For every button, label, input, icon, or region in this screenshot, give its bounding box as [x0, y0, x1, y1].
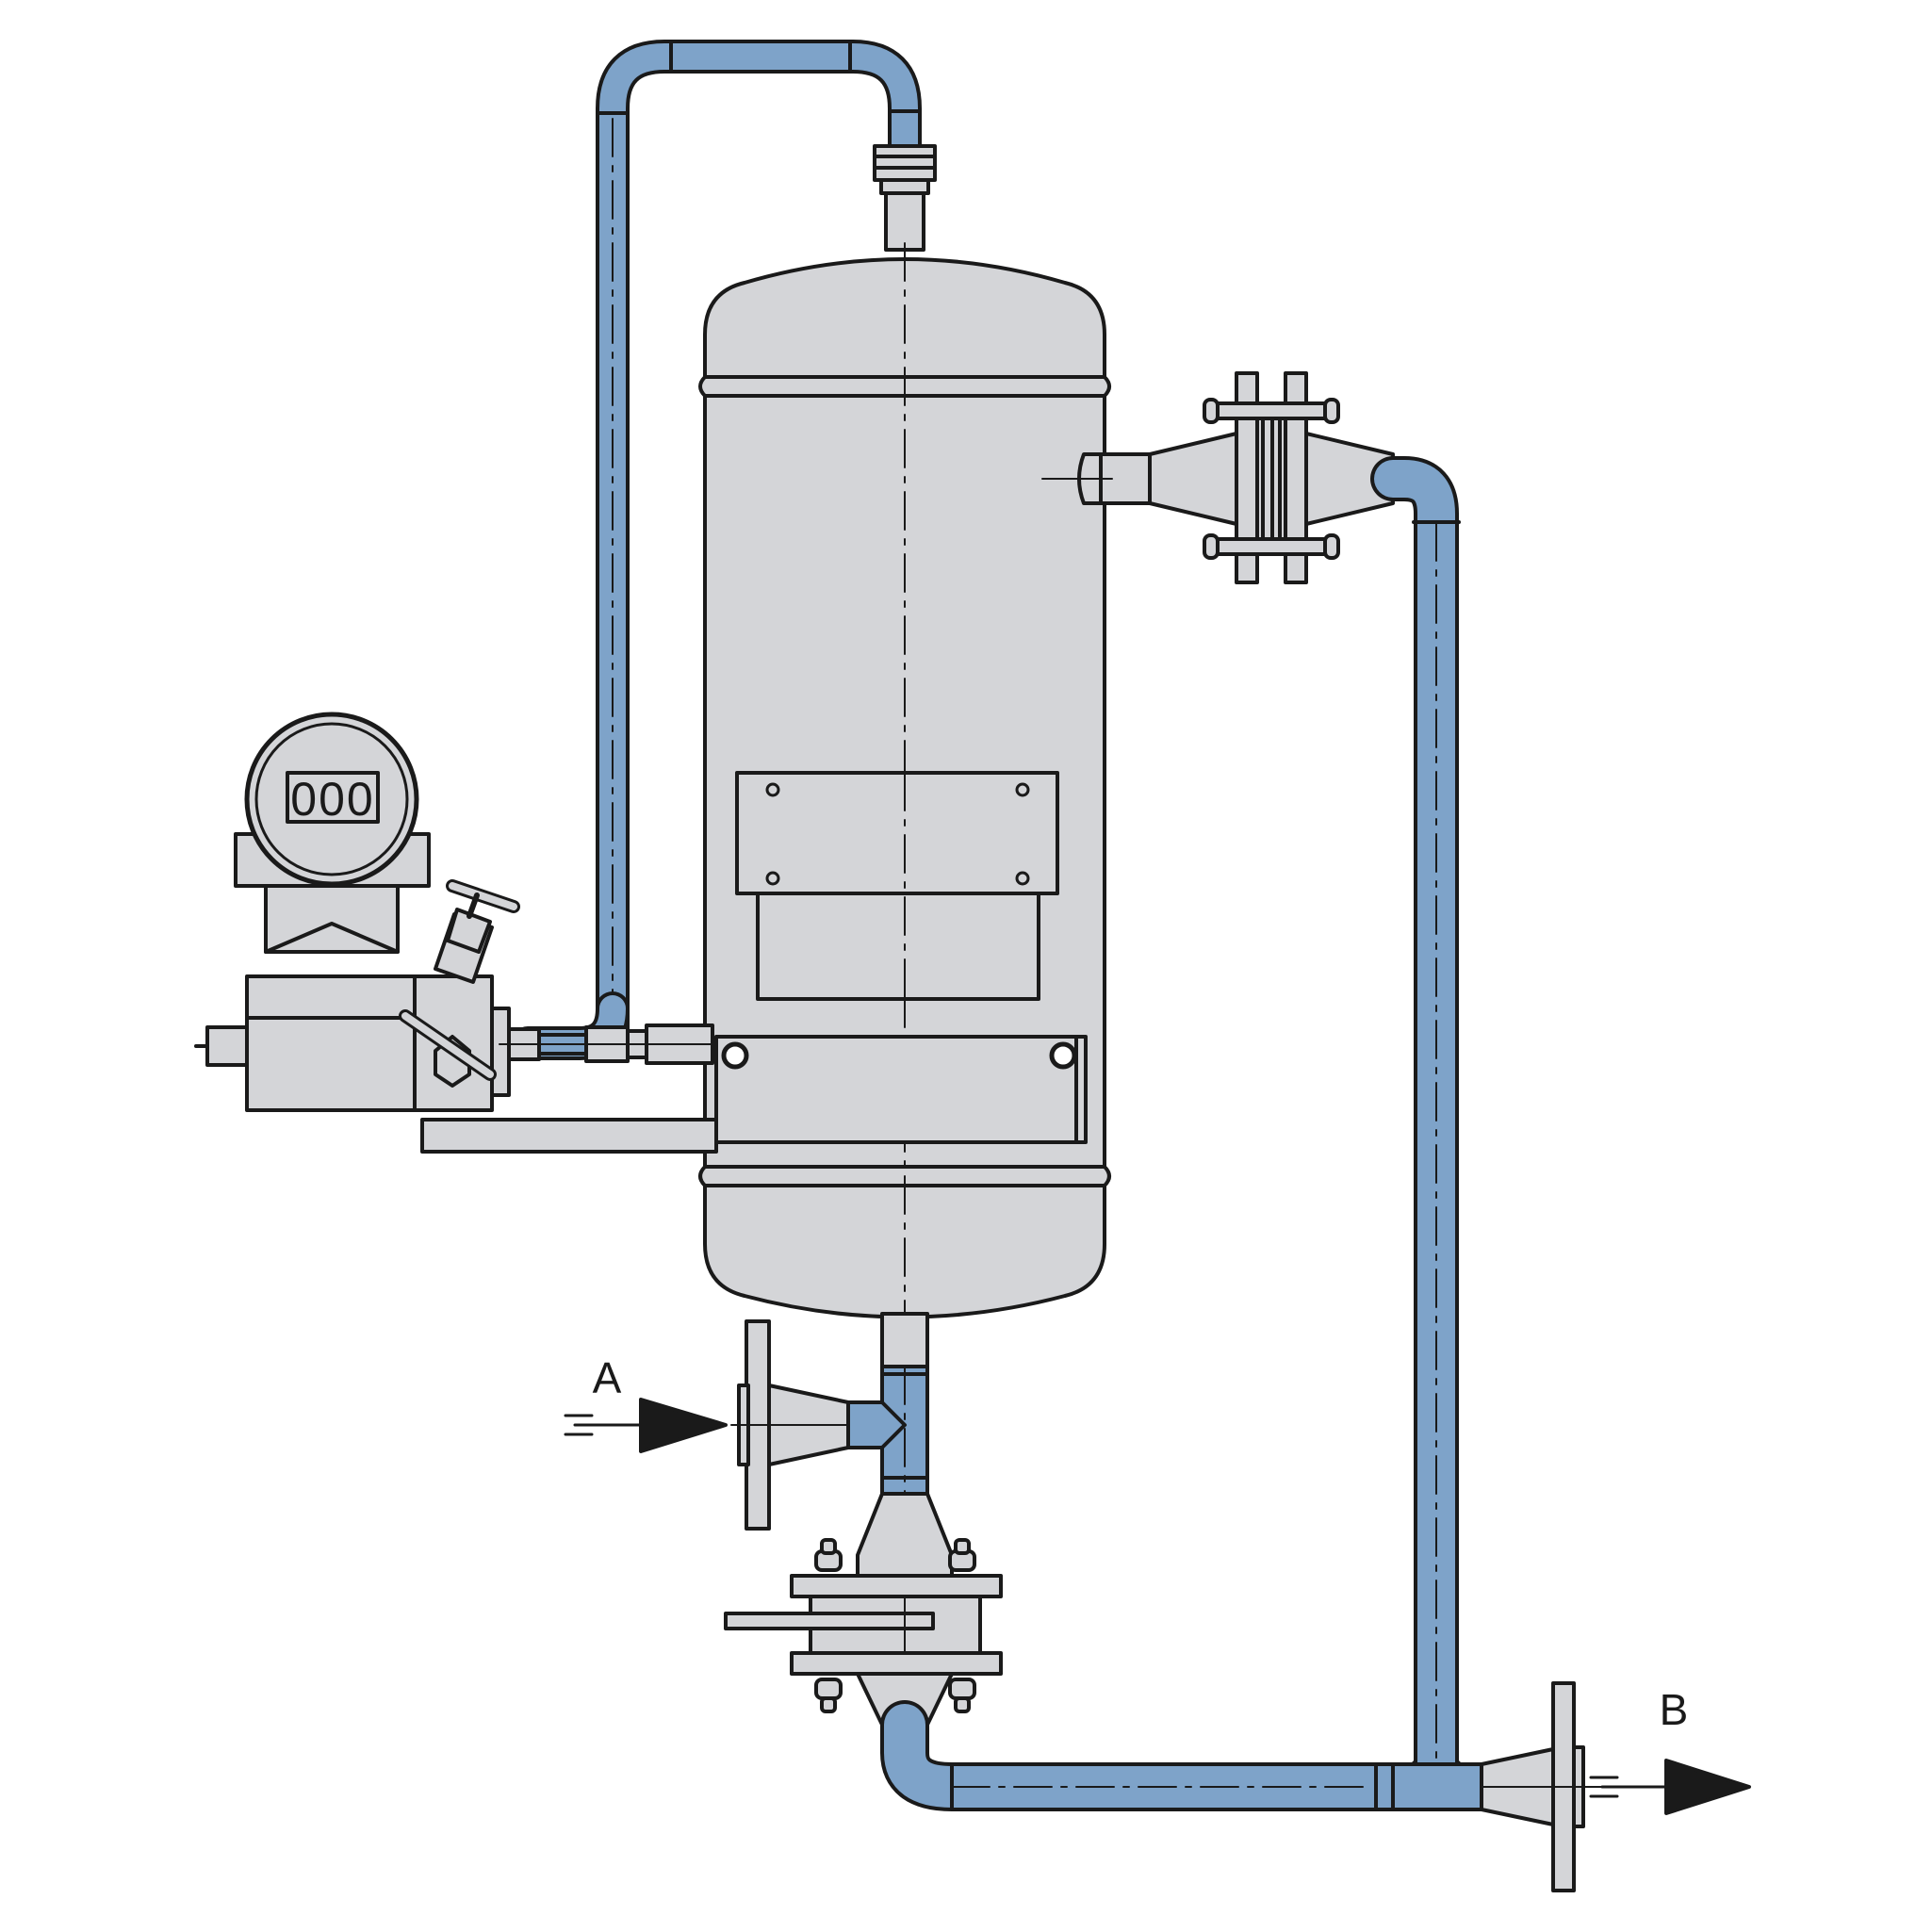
- inlet-label: A: [593, 1353, 622, 1402]
- transmitter-display-readout: 000: [290, 773, 374, 826]
- outlet-flange: [1391, 1681, 1603, 1892]
- mounting-bracket: [420, 1035, 1088, 1154]
- manifold-block: [399, 908, 714, 1112]
- bottom-tee-pipe: [846, 1312, 929, 1499]
- outlet-label: B: [1660, 1685, 1689, 1734]
- handwheel-icon: [446, 879, 520, 919]
- vessel-nameplate: [735, 771, 1059, 1001]
- side-outlet-flange: [1041, 371, 1395, 584]
- arrow-right-icon: [1589, 1759, 1751, 1815]
- bottom-return-pipe: [880, 1700, 1417, 1811]
- right-downcomer-pipe: [1370, 456, 1461, 1809]
- lower-flange-assembly: [724, 1492, 1003, 1727]
- pressure-transmitter: [194, 712, 500, 1112]
- arrow-right-icon: [564, 1398, 728, 1453]
- top-nozzle-fitting: [873, 144, 937, 252]
- inlet-flange: [730, 1319, 850, 1531]
